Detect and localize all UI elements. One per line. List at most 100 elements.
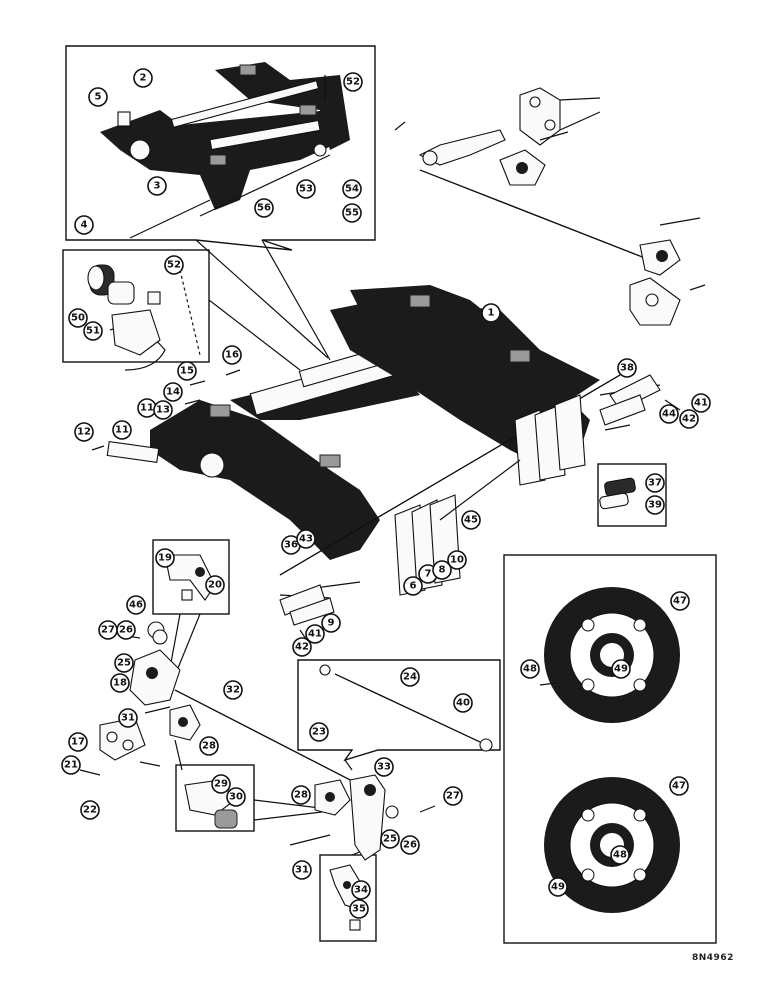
callout-37: 37 bbox=[645, 473, 665, 493]
callout-label: 39 bbox=[648, 500, 662, 511]
callout-19: 19 bbox=[155, 548, 175, 568]
callout-3: 3 bbox=[147, 176, 167, 196]
callout-label: 7 bbox=[425, 569, 432, 580]
callout-label: 17 bbox=[71, 737, 85, 748]
arm-bearing-inset bbox=[164, 554, 216, 601]
callout-label: 26 bbox=[403, 840, 417, 851]
callout-label: 47 bbox=[673, 596, 687, 607]
callout-label: 36 bbox=[284, 540, 298, 551]
callout-42a: 42 bbox=[679, 409, 699, 429]
callout-6: 6 bbox=[403, 576, 423, 596]
callout-31b: 31 bbox=[292, 860, 312, 880]
callout-label: 25 bbox=[383, 834, 397, 845]
callout-42b: 42 bbox=[292, 637, 312, 657]
callout-18: 18 bbox=[110, 673, 130, 693]
callout-32: 32 bbox=[223, 680, 243, 700]
callout-label: 26 bbox=[119, 625, 133, 636]
callout-40: 40 bbox=[453, 693, 473, 713]
callout-44: 44 bbox=[659, 404, 679, 424]
callout-label: 20 bbox=[208, 580, 222, 591]
callout-48b: 48 bbox=[610, 845, 630, 865]
connector-link bbox=[599, 477, 636, 510]
callout-label: 33 bbox=[377, 762, 391, 773]
callout-15: 15 bbox=[177, 361, 197, 381]
callout-52a: 52 bbox=[343, 72, 363, 92]
inset-frame-shaft bbox=[297, 659, 501, 762]
callout-49b: 49 bbox=[548, 877, 568, 897]
callout-30: 30 bbox=[226, 787, 246, 807]
callout-21: 21 bbox=[61, 755, 81, 775]
callout-20: 20 bbox=[205, 575, 225, 595]
callout-29: 29 bbox=[211, 774, 231, 794]
callout-53: 53 bbox=[296, 179, 316, 199]
callout-label: 27 bbox=[446, 791, 460, 802]
callout-label: 19 bbox=[158, 553, 172, 564]
callout-label: 1 bbox=[488, 308, 495, 319]
callout-label: 52 bbox=[167, 260, 181, 271]
callout-label: 11 bbox=[140, 403, 154, 414]
callout-label: 53 bbox=[299, 184, 313, 195]
callout-55: 55 bbox=[342, 203, 362, 223]
callout-25a: 25 bbox=[114, 653, 134, 673]
callout-11b: 11 bbox=[137, 398, 157, 418]
callout-46: 46 bbox=[126, 595, 146, 615]
callout-39: 39 bbox=[645, 495, 665, 515]
callout-label: 43 bbox=[299, 534, 313, 545]
track-link-right bbox=[599, 374, 681, 426]
callout-10: 10 bbox=[447, 550, 467, 570]
callout-label: 56 bbox=[257, 203, 271, 214]
callout-26b: 26 bbox=[400, 835, 420, 855]
callout-24: 24 bbox=[400, 667, 420, 687]
callout-47b: 47 bbox=[669, 776, 689, 796]
callout-17: 17 bbox=[68, 732, 88, 752]
callout-28b: 28 bbox=[291, 785, 311, 805]
callout-1: 1 bbox=[481, 303, 501, 323]
callout-52b: 52 bbox=[164, 255, 184, 275]
callout-41b: 41 bbox=[305, 624, 325, 644]
callout-label: 23 bbox=[312, 727, 326, 738]
callout-label: 45 bbox=[464, 515, 478, 526]
track-link-left bbox=[279, 584, 335, 646]
callout-5: 5 bbox=[88, 87, 108, 107]
callout-label: 48 bbox=[523, 664, 537, 675]
callout-label: 49 bbox=[614, 664, 628, 675]
callout-26a: 26 bbox=[116, 620, 136, 640]
callout-45: 45 bbox=[461, 510, 481, 530]
callout-label: 32 bbox=[226, 685, 240, 696]
bushing-assembly bbox=[87, 264, 201, 371]
callout-label: 12 bbox=[77, 427, 91, 438]
callout-23: 23 bbox=[309, 722, 329, 742]
callout-label: 42 bbox=[295, 642, 309, 653]
callout-label: 50 bbox=[71, 313, 85, 324]
callout-label: 48 bbox=[613, 850, 627, 861]
callout-label: 44 bbox=[662, 409, 676, 420]
callout-label: 31 bbox=[121, 713, 135, 724]
callout-22: 22 bbox=[80, 800, 100, 820]
callout-label: 31 bbox=[295, 865, 309, 876]
callout-16: 16 bbox=[222, 345, 242, 365]
callout-label: 15 bbox=[180, 366, 194, 377]
callout-label: 41 bbox=[694, 398, 708, 409]
callout-34: 34 bbox=[351, 880, 371, 900]
callout-label: 2 bbox=[140, 73, 147, 84]
callout-54: 54 bbox=[342, 179, 362, 199]
callout-label: 5 bbox=[95, 92, 102, 103]
callout-label: 55 bbox=[345, 208, 359, 219]
callout-label: 18 bbox=[113, 678, 127, 689]
sprocket-upper bbox=[544, 587, 680, 723]
callout-label: 46 bbox=[129, 600, 143, 611]
callout-label: 52 bbox=[346, 77, 360, 88]
callout-label: 42 bbox=[682, 414, 696, 425]
callout-11a: 11 bbox=[112, 420, 132, 440]
callout-14: 14 bbox=[163, 382, 183, 402]
callout-label: 30 bbox=[229, 792, 243, 803]
upper-crossbar-assembly bbox=[100, 62, 350, 239]
callout-47a: 47 bbox=[670, 591, 690, 611]
callout-label: 21 bbox=[64, 760, 78, 771]
callout-label: 16 bbox=[225, 350, 239, 361]
callout-9: 9 bbox=[321, 613, 341, 633]
callout-38: 38 bbox=[617, 358, 637, 378]
callout-label: 3 bbox=[154, 181, 161, 192]
callout-27b: 27 bbox=[443, 786, 463, 806]
